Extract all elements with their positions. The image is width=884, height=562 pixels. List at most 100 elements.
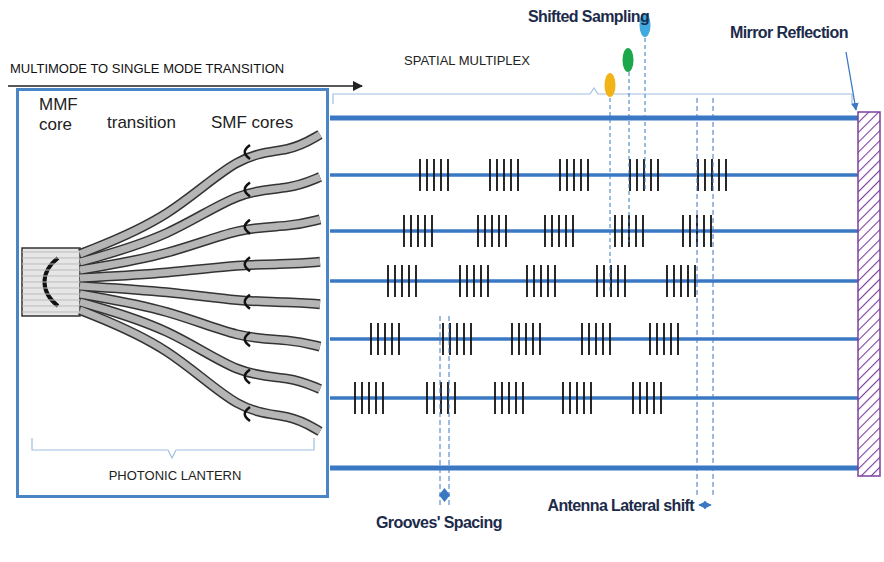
groove <box>505 215 507 247</box>
groove <box>410 215 412 247</box>
shift-arrow <box>699 504 711 505</box>
groove <box>431 215 433 247</box>
dashed-line <box>645 38 646 192</box>
mmf-core <box>22 248 80 316</box>
smf-core <box>80 262 320 278</box>
groove <box>517 159 519 191</box>
groove <box>454 382 456 414</box>
groove <box>515 382 517 414</box>
fiber-line <box>330 173 858 177</box>
groove <box>354 382 356 414</box>
groove <box>463 323 465 355</box>
mmf-stripe <box>22 258 80 259</box>
groove <box>617 265 619 297</box>
groove <box>588 323 590 355</box>
groove <box>677 323 679 355</box>
dashed-line <box>713 98 714 498</box>
fiber-line <box>330 116 858 121</box>
dashed-line <box>449 316 450 505</box>
groove <box>526 265 528 297</box>
groove <box>487 265 489 297</box>
groove <box>377 323 379 355</box>
fiber-line <box>330 466 858 471</box>
fiber-line <box>330 229 858 233</box>
groove <box>687 265 689 297</box>
groove <box>649 323 651 355</box>
mode-profile <box>245 257 250 271</box>
groove <box>382 382 384 414</box>
groove <box>440 159 442 191</box>
groove <box>725 159 727 191</box>
groove <box>473 265 475 297</box>
groove <box>565 215 567 247</box>
part-label: MMF core <box>39 95 99 134</box>
groove <box>442 323 444 355</box>
mode-profile <box>245 295 250 309</box>
groove <box>489 159 491 191</box>
groove <box>689 215 691 247</box>
groove <box>525 323 527 355</box>
groove <box>576 382 578 414</box>
mmf-stripe <box>22 312 80 313</box>
groove <box>666 265 668 297</box>
groove <box>562 382 564 414</box>
leader-arrow <box>846 52 856 110</box>
bracket <box>32 438 314 458</box>
lantern-cores <box>80 135 320 432</box>
groove <box>540 265 542 297</box>
sample-dot <box>623 48 634 72</box>
groove <box>491 215 493 247</box>
groove <box>503 159 505 191</box>
bracket <box>333 88 852 104</box>
mode-profile <box>245 145 250 159</box>
groove <box>419 159 421 191</box>
groove <box>602 323 604 355</box>
groove <box>569 382 571 414</box>
groove <box>361 382 363 414</box>
mmf-stripe <box>22 294 80 295</box>
groove <box>559 159 561 191</box>
mode-profile <box>245 182 250 196</box>
groove <box>673 265 675 297</box>
groove <box>401 265 403 297</box>
fiber-lines <box>330 118 858 468</box>
mmf-stripe <box>22 306 80 307</box>
mmf-stripe <box>22 300 80 301</box>
groove <box>572 215 574 247</box>
dashed-line <box>610 98 611 292</box>
groove <box>581 323 583 355</box>
mmf-stripe <box>22 252 80 253</box>
groove <box>558 215 560 247</box>
smf-core <box>80 294 320 347</box>
groove <box>680 265 682 297</box>
groove <box>433 159 435 191</box>
groove <box>609 323 611 355</box>
groove <box>583 382 585 414</box>
groove <box>447 159 449 191</box>
groove <box>384 323 386 355</box>
groove <box>694 265 696 297</box>
groove <box>636 159 638 191</box>
part-label: transition <box>107 113 176 133</box>
groove <box>663 323 665 355</box>
groove <box>522 382 524 414</box>
groove <box>624 265 626 297</box>
groove <box>657 159 659 191</box>
groove <box>394 265 396 297</box>
groove <box>368 382 370 414</box>
groove <box>590 382 592 414</box>
spacing-diamond <box>439 488 450 502</box>
lantern-box: MMF coretransitionSMF coresPHOTONIC LANT… <box>16 88 329 498</box>
dashed-line <box>697 98 698 498</box>
groove <box>580 159 582 191</box>
groove <box>484 215 486 247</box>
groove <box>477 215 479 247</box>
mode-profile <box>245 332 250 346</box>
groove <box>496 159 498 191</box>
groove <box>573 159 575 191</box>
groove <box>653 382 655 414</box>
groove <box>417 215 419 247</box>
groove <box>547 265 549 297</box>
groove <box>424 215 426 247</box>
groove <box>370 323 372 355</box>
